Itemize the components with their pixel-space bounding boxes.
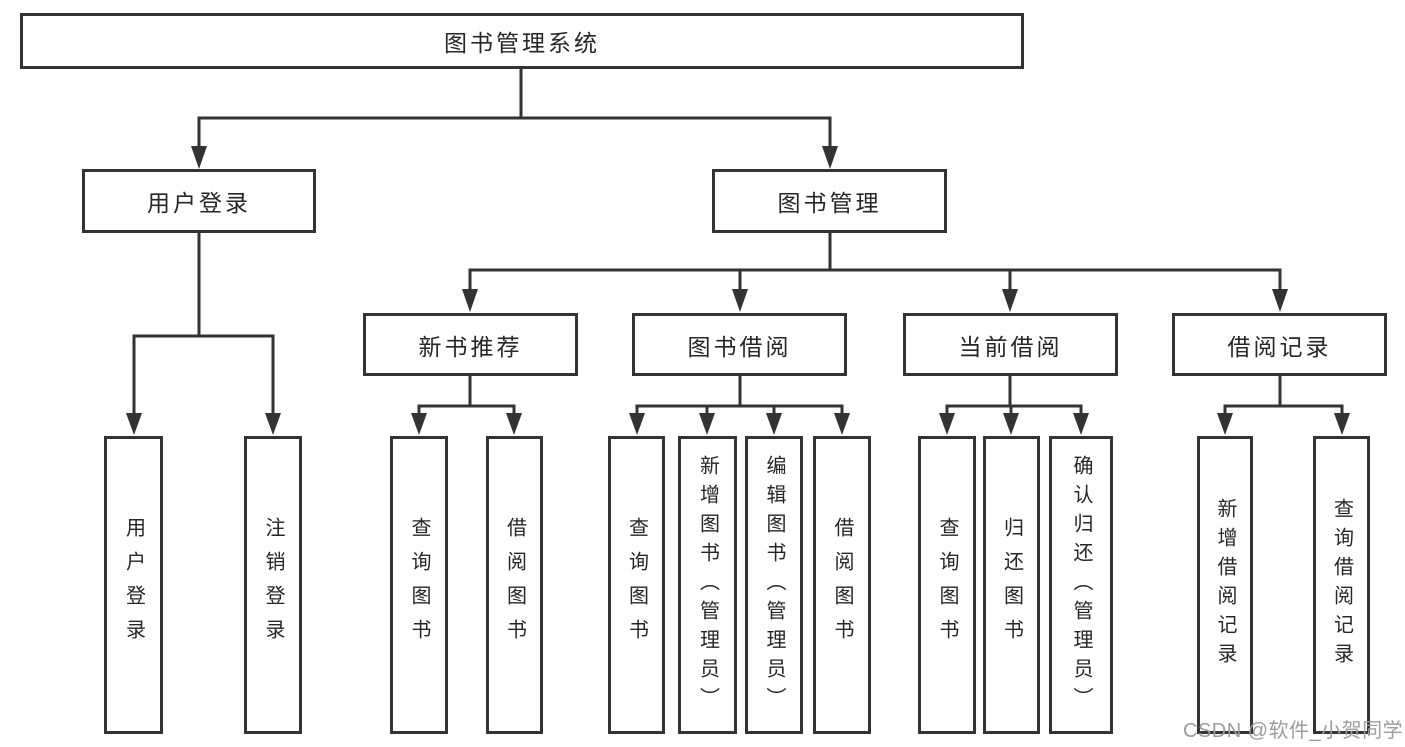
node-label: 借阅记录	[1227, 333, 1332, 360]
node-book-borrowing: 图书借阅	[632, 313, 847, 376]
node-label: 图书借阅	[687, 333, 792, 360]
leaf-confirm-return-admin: 确认归还（管理员）	[1049, 436, 1113, 734]
tree-edges	[132, 67, 1344, 418]
node-label: 用户登录	[147, 190, 251, 216]
leaf-label: 查询借阅记录	[1330, 498, 1353, 672]
leaf-label: 查询图书	[936, 517, 958, 653]
node-label: 图书管理	[777, 190, 882, 216]
leaf-label: 确认归还（管理员）	[1070, 454, 1092, 716]
leaf-add-book-admin: 新增图书（管理员）	[678, 436, 737, 734]
leaf-label: 借阅图书	[831, 517, 853, 653]
leaf-newbook-query-book: 查询图书	[390, 436, 448, 734]
leaf-label: 借阅图书	[503, 517, 526, 653]
leaf-label: 注销登录	[262, 517, 284, 653]
leaf-logout: 注销登录	[244, 436, 302, 734]
leaf-query-borrow-record: 查询借阅记录	[1313, 436, 1370, 734]
leaf-label: 编辑图书（管理员）	[763, 454, 785, 716]
node-label: 图书管理系统	[444, 30, 600, 56]
node-label: 新书推荐	[418, 333, 523, 360]
leaf-newbook-borrow-book: 借阅图书	[486, 436, 543, 734]
leaf-edit-book-admin: 编辑图书（管理员）	[745, 436, 803, 734]
arrowheads	[126, 146, 1350, 435]
leaf-borrow-book: 借阅图书	[813, 436, 871, 734]
node-current-borrowing: 当前借阅	[903, 313, 1118, 376]
node-borrowing-records: 借阅记录	[1172, 313, 1387, 376]
leaf-user-login: 用户登录	[104, 436, 163, 734]
leaf-borrowing-query-book: 查询图书	[608, 436, 665, 734]
csdn-watermark: CSDN @软件_小贺同学	[1183, 720, 1404, 742]
leaf-label: 新增图书（管理员）	[696, 454, 719, 716]
leaf-add-borrow-record: 新增借阅记录	[1197, 436, 1253, 734]
node-label: 当前借阅	[958, 333, 1063, 360]
node-book-management: 图书管理	[712, 169, 947, 233]
leaf-label: 用户登录	[122, 517, 145, 653]
node-new-book-recommendation: 新书推荐	[363, 313, 578, 376]
leaf-current-query-book: 查询图书	[918, 436, 976, 734]
leaf-label: 归还图书	[1000, 517, 1023, 653]
leaf-label: 查询图书	[408, 517, 430, 653]
leaf-label: 查询图书	[625, 517, 648, 653]
leaf-return-book: 归还图书	[983, 436, 1040, 734]
leaf-label: 新增借阅记录	[1214, 498, 1236, 672]
node-library-management-system: 图书管理系统	[20, 13, 1024, 69]
node-user-login: 用户登录	[82, 169, 316, 233]
